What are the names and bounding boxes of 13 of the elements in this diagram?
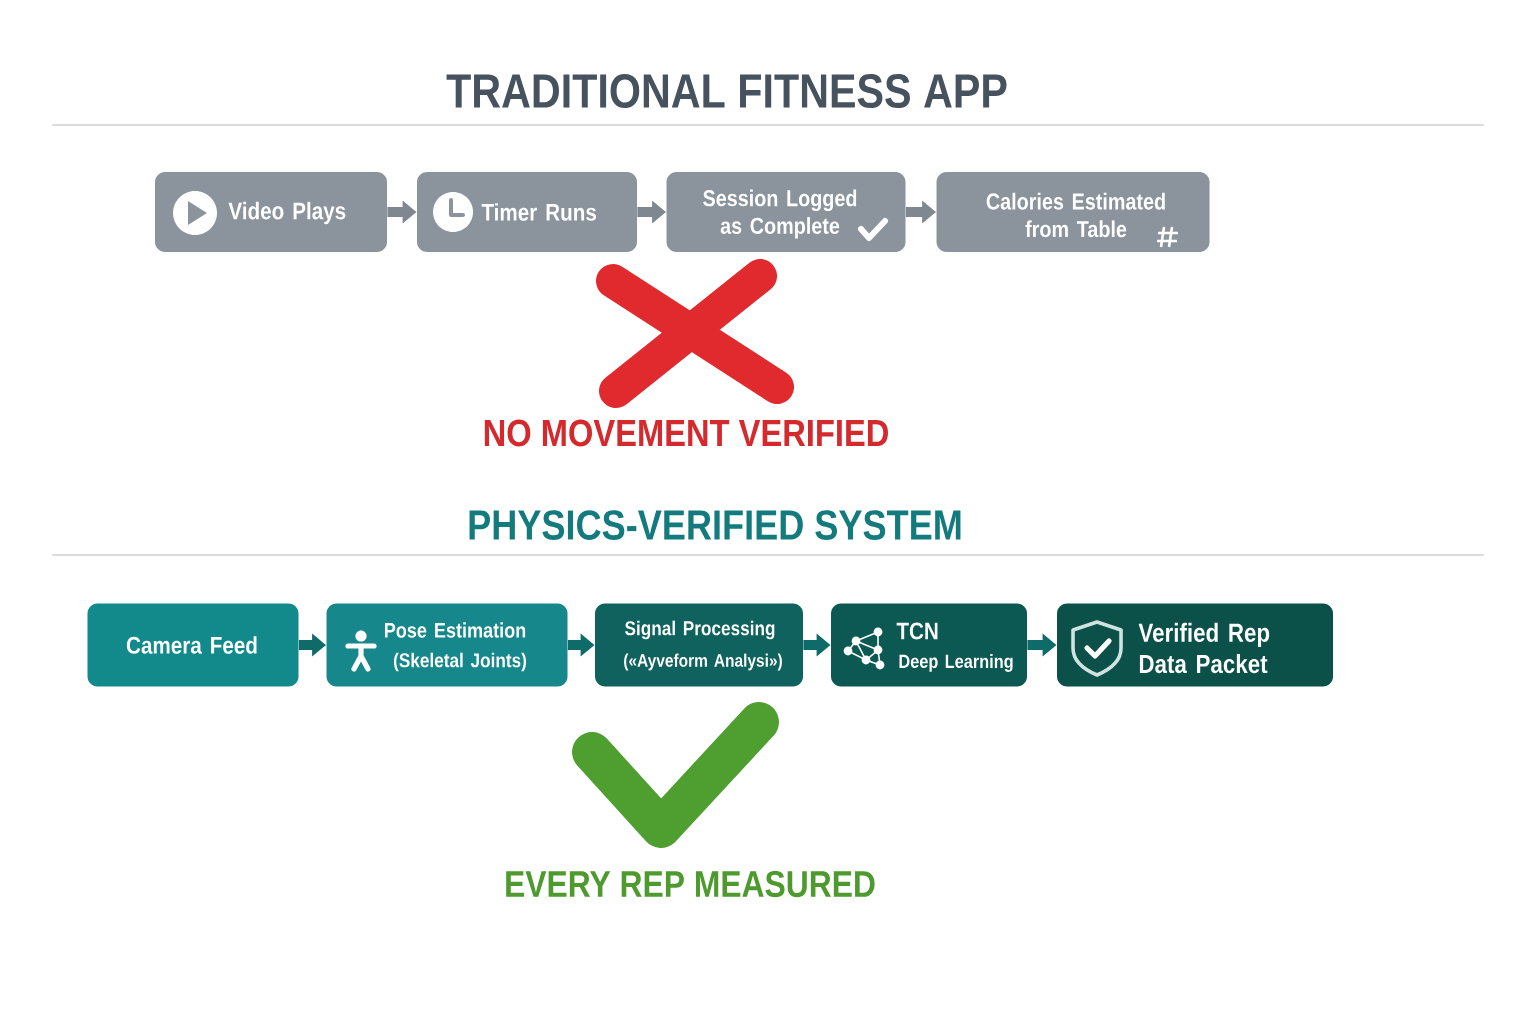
process-box: Timer Runs xyxy=(417,172,637,252)
process-box: Calories Estimated from Table xyxy=(936,172,1210,252)
section-title: PHYSICS-VERIFIED SYSTEM xyxy=(469,510,961,540)
process-box: TCN Deep Learning xyxy=(831,603,1027,687)
process-box: Camera Feed xyxy=(87,603,299,687)
status-text: NO MOVEMENT VERIFIED xyxy=(484,419,888,447)
process-box: Signal Processing («Ayveform Analysi») xyxy=(595,603,803,687)
process-box: Video Plays xyxy=(155,172,387,252)
process-box: Verified Rep Data Packet xyxy=(1057,603,1333,687)
process-box: Session Logged as Complete xyxy=(666,172,906,252)
section-title: TRADITIONAL FITNESS APP xyxy=(446,74,1007,108)
status-text: EVERY REP MEASURED xyxy=(506,870,875,898)
process-box: Pose Estimation (Skeletal Joints) xyxy=(326,603,568,687)
